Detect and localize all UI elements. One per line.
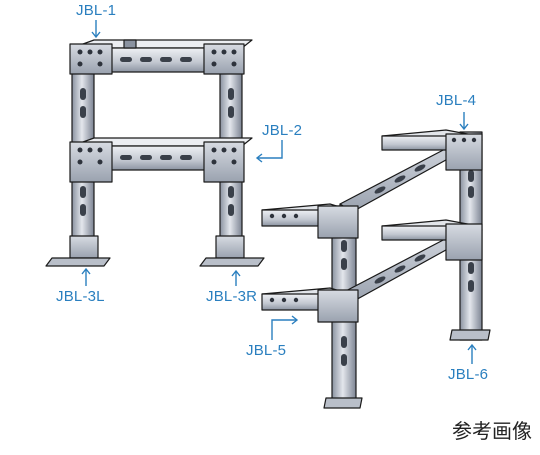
label-jbl-2: JBL-2 <box>262 122 303 139</box>
jbl2-arrow <box>258 140 283 159</box>
reference-image-caption: 参考画像 <box>452 419 532 443</box>
label-jbl-4: JBL-4 <box>436 92 477 109</box>
label-jbl-3l: JBL-3L <box>56 288 105 305</box>
label-jbl-3r: JBL-3R <box>206 288 258 305</box>
callout-arrows <box>81 20 477 364</box>
label-jbl-5: JBL-5 <box>246 342 287 359</box>
label-jbl-1: JBL-1 <box>76 2 117 19</box>
jbl5-arrow <box>271 319 296 340</box>
label-jbl-6: JBL-6 <box>448 366 489 383</box>
left-frame <box>45 39 265 267</box>
right-frame <box>261 129 491 409</box>
